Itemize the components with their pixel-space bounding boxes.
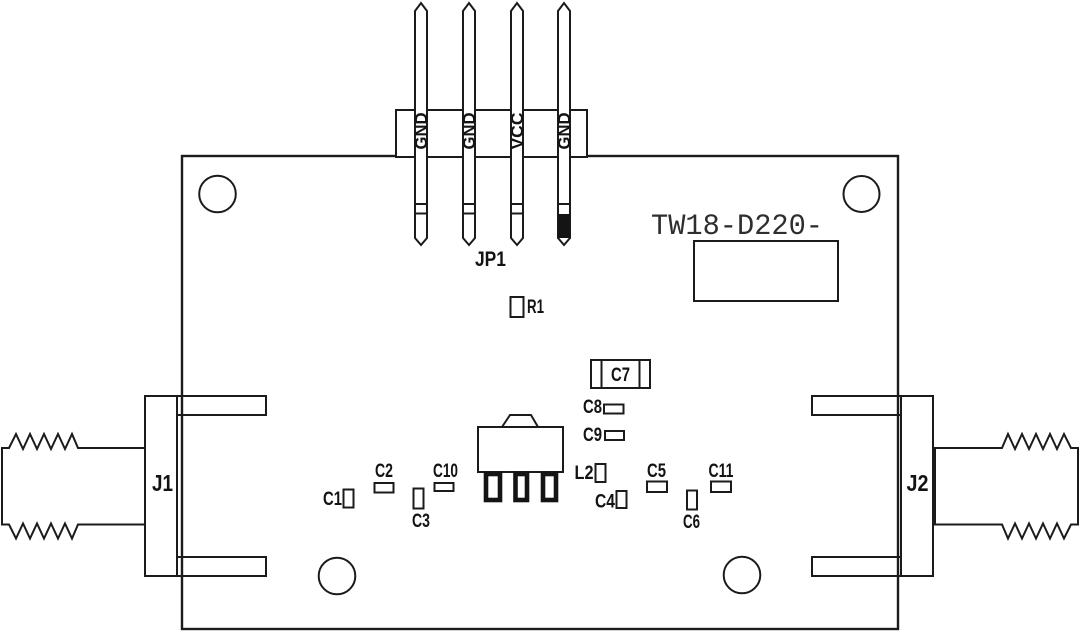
- transistor-tab: [500, 414, 540, 428]
- component-c5: C5: [646, 461, 668, 493]
- mounting-hole-top-left: [198, 174, 237, 214]
- pin-header-jp1: GND GND VCC GND JP1: [395, 1, 588, 271]
- component-c10: C10: [433, 461, 458, 492]
- r1-label: R1: [527, 297, 544, 318]
- pin-shaft: [414, 1, 428, 247]
- c3-label: C3: [412, 511, 430, 532]
- c10-pad: [433, 482, 455, 492]
- c4-pad: [615, 490, 628, 509]
- part-number-label: TW18-D220-: [651, 209, 823, 243]
- j1-label: J1: [152, 470, 173, 496]
- pin-shaft: [510, 1, 524, 247]
- mounting-hole-bottom-left: [317, 556, 357, 596]
- c9-label: C9: [583, 425, 602, 446]
- component-c6: C6: [683, 489, 700, 533]
- pin-black-band: [558, 214, 570, 238]
- c2-pad: [373, 482, 395, 494]
- j1-threaded-barrel: [1, 431, 146, 541]
- pin-band-lines: [463, 203, 475, 215]
- header-pin-4: [557, 1, 571, 247]
- c1-label: C1: [323, 489, 342, 510]
- transistor-body: [477, 426, 564, 473]
- transistor-leg-1: [483, 471, 503, 503]
- header-pin-1: [414, 1, 428, 247]
- j2-top-leg: [811, 395, 902, 416]
- pin1-net-label: GND: [411, 113, 431, 150]
- c11-label: C11: [709, 461, 734, 482]
- component-c4: C4: [595, 490, 628, 513]
- c11-pad: [710, 480, 732, 493]
- c2-label: C2: [375, 461, 393, 482]
- sma-connector-j2: J2: [811, 395, 1079, 577]
- header-pin-3: [510, 1, 524, 247]
- j2-bottom-leg: [811, 556, 902, 577]
- transistor-package: [477, 414, 564, 503]
- l2-pad: [594, 463, 607, 483]
- c9-pad: [604, 430, 625, 441]
- pin4-net-label: GND: [554, 113, 574, 150]
- c1-pad: [342, 488, 355, 509]
- j1-top-leg: [176, 395, 267, 416]
- mounting-hole-bottom-right: [722, 555, 762, 595]
- component-c9: C9: [583, 425, 625, 446]
- pin-band-lines: [511, 203, 523, 215]
- c7-end-caps: [600, 360, 641, 388]
- c8-label: C8: [583, 397, 602, 418]
- c5-label: C5: [647, 461, 666, 482]
- j2-body: [900, 395, 934, 577]
- header-pin-2: [462, 1, 476, 247]
- transistor-leg-3: [540, 471, 559, 503]
- c4-label: C4: [595, 492, 615, 513]
- c8-pad: [603, 403, 625, 415]
- component-c7: C7: [590, 359, 651, 389]
- r1-pad: [509, 296, 525, 318]
- c5-pad: [646, 480, 668, 493]
- c6-label: C6: [683, 512, 700, 533]
- j2-label: J2: [907, 470, 929, 496]
- l2-label: L2: [575, 463, 594, 484]
- j1-body: [144, 395, 178, 577]
- c7-label: C7: [611, 365, 630, 386]
- pin-band-lines: [415, 203, 427, 215]
- j1-bottom-leg: [176, 556, 267, 577]
- component-c1: C1: [323, 488, 355, 510]
- mounting-hole-top-right: [842, 175, 881, 213]
- pin-shaft: [462, 1, 476, 247]
- part-number-box: [693, 240, 839, 302]
- j2-threaded-barrel: [934, 431, 1079, 541]
- component-r1: R1: [509, 296, 544, 318]
- component-c8: C8: [583, 397, 625, 418]
- c3-pad: [412, 487, 425, 510]
- component-c2: C2: [373, 461, 395, 494]
- component-c11: C11: [709, 461, 734, 493]
- c10-label: C10: [433, 461, 458, 482]
- sma-connector-j1: J1: [1, 395, 267, 577]
- component-c3: C3: [412, 487, 430, 532]
- pin3-net-label: VCC: [507, 112, 527, 149]
- component-l2: L2: [575, 463, 607, 484]
- jp1-label: JP1: [475, 248, 506, 271]
- transistor-leg-2: [513, 471, 530, 503]
- pin2-net-label: GND: [459, 113, 479, 150]
- c6-pad: [686, 489, 698, 511]
